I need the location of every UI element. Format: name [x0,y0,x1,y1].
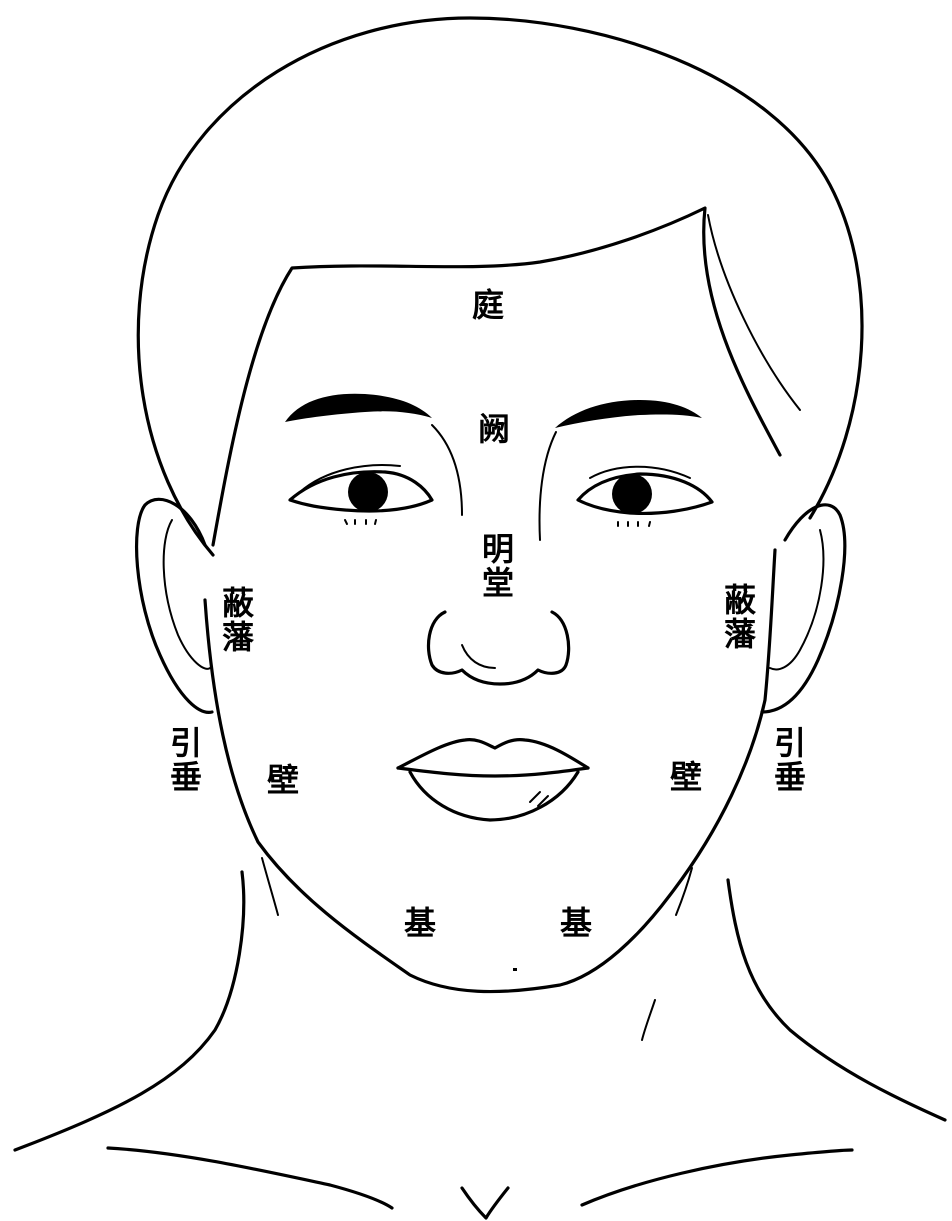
label-que: 阙 [474,412,514,446]
lip-line [398,768,588,776]
label-bi-right: 壁 [666,760,706,794]
label-ting: 庭 [468,288,508,322]
neck-detail-center [642,1000,655,1040]
nose-bridge-left [432,425,462,515]
label-bi-left: 壁 [263,763,303,797]
left-eyebrow [285,394,432,422]
nose-bridge-right [540,432,556,540]
collarbone-left [108,1148,392,1208]
lower-lip [410,772,578,820]
right-ear-inner [770,530,823,669]
right-ear [762,505,845,712]
right-eyebrow [555,400,702,428]
sternal-notch [462,1188,508,1218]
upper-lip [398,740,588,768]
label-mingtang: 明堂 [478,532,518,600]
right-pupil [612,474,652,514]
label-yinchui-right: 引垂 [770,726,810,794]
label-fanpi-left: 蔽藩 [218,586,258,654]
right-eye-lashes [618,522,650,526]
label-ji-left: 基 [400,906,440,940]
neck-left [15,872,244,1150]
right-temple-line [708,215,800,410]
collarbone-right [582,1150,852,1205]
left-pupil [348,472,388,512]
left-eye-lashes [345,520,376,524]
chin-dot [513,968,517,971]
label-yinchui-left: 引垂 [166,726,206,794]
neck-right [728,880,945,1120]
left-ear [137,499,212,712]
nose-nostril [462,645,495,668]
label-ji-right: 基 [556,906,596,940]
nose-base [428,612,568,684]
label-fanpi-right: 蔽藩 [720,583,760,651]
